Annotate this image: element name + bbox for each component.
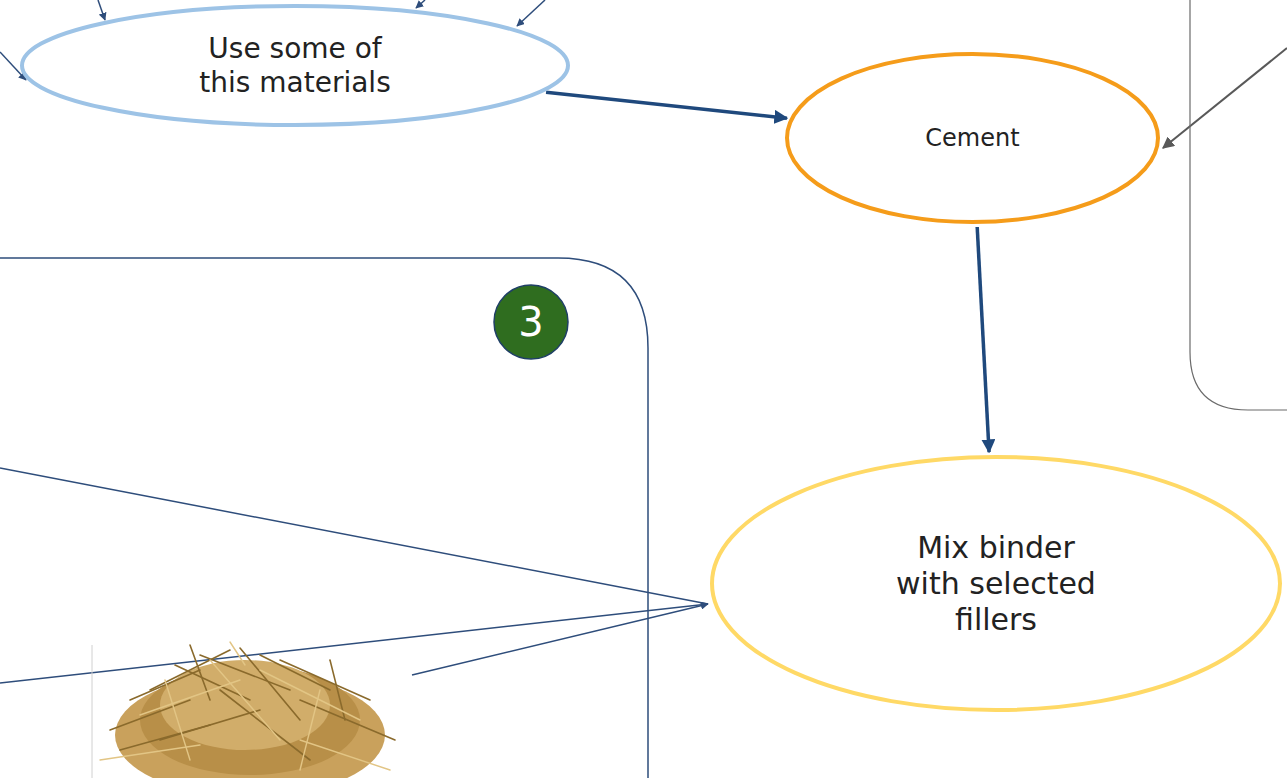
flow-arrow xyxy=(546,92,787,118)
binder-ellipse: Cement xyxy=(785,52,1160,224)
callout-number: 3 xyxy=(518,302,543,342)
panel-outline xyxy=(0,258,648,778)
callout-circle xyxy=(494,285,568,359)
node-label: Mix binder with selected fillers xyxy=(884,530,1109,638)
ellipse-shape xyxy=(22,6,568,125)
incoming-arrow xyxy=(98,0,105,20)
flow-arrow xyxy=(977,227,989,452)
material-ellipse: Use some of this materials xyxy=(20,4,570,127)
filler-line xyxy=(412,604,708,675)
filler-line xyxy=(0,604,708,683)
image-edge xyxy=(92,645,93,778)
straw-illustration xyxy=(100,642,395,778)
incoming-arrow xyxy=(517,0,545,26)
filler-line xyxy=(0,468,708,604)
panel-outline xyxy=(1190,0,1287,410)
incoming-arrow xyxy=(416,0,425,8)
node-label: Cement xyxy=(925,124,1019,153)
incoming-arrow xyxy=(1163,48,1287,148)
ellipse-shape xyxy=(787,54,1158,222)
ellipse-shape xyxy=(712,457,1280,710)
node-label: Use some of this materials xyxy=(188,32,403,99)
mix-ellipse: Mix binder with selected fillers xyxy=(710,455,1282,712)
